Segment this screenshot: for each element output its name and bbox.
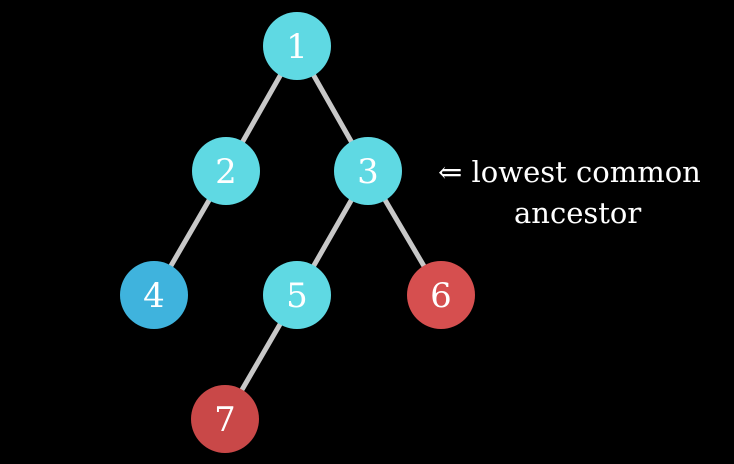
tree-node-5: 5 bbox=[263, 261, 331, 329]
node-label-1: 1 bbox=[286, 27, 308, 67]
node-circle-6 bbox=[407, 261, 475, 329]
node-label-6: 6 bbox=[430, 276, 452, 316]
tree-node-2: 2 bbox=[192, 137, 260, 205]
lca-annotation: ⇐ lowest common ancestor bbox=[438, 152, 734, 234]
node-circle-7 bbox=[191, 385, 259, 453]
tree-node-1: 1 bbox=[263, 12, 331, 80]
node-circle-3 bbox=[334, 137, 402, 205]
left-arrow-icon: ⇐ bbox=[438, 155, 463, 189]
node-circle-5 bbox=[263, 261, 331, 329]
annotation-text-line-2: ancestor bbox=[514, 196, 642, 230]
tree-node-4: 4 bbox=[120, 261, 188, 329]
edges-layer bbox=[151, 43, 444, 422]
nodes-layer: 1 2 3 4 5 6 7 bbox=[120, 12, 475, 453]
node-label-3: 3 bbox=[357, 152, 379, 192]
tree-node-6: 6 bbox=[407, 261, 475, 329]
annotation-text-line-1: lowest common bbox=[471, 155, 701, 189]
node-label-5: 5 bbox=[286, 276, 308, 316]
annotation-line-1: ⇐ lowest common bbox=[438, 152, 734, 193]
node-circle-4 bbox=[120, 261, 188, 329]
node-label-2: 2 bbox=[215, 152, 237, 192]
node-label-7: 7 bbox=[214, 400, 236, 440]
annotation-line-2: ancestor bbox=[438, 193, 734, 234]
node-circle-2 bbox=[192, 137, 260, 205]
node-label-4: 4 bbox=[143, 276, 165, 316]
tree-node-7: 7 bbox=[191, 385, 259, 453]
tree-node-3: 3 bbox=[334, 137, 402, 205]
node-circle-1 bbox=[263, 12, 331, 80]
